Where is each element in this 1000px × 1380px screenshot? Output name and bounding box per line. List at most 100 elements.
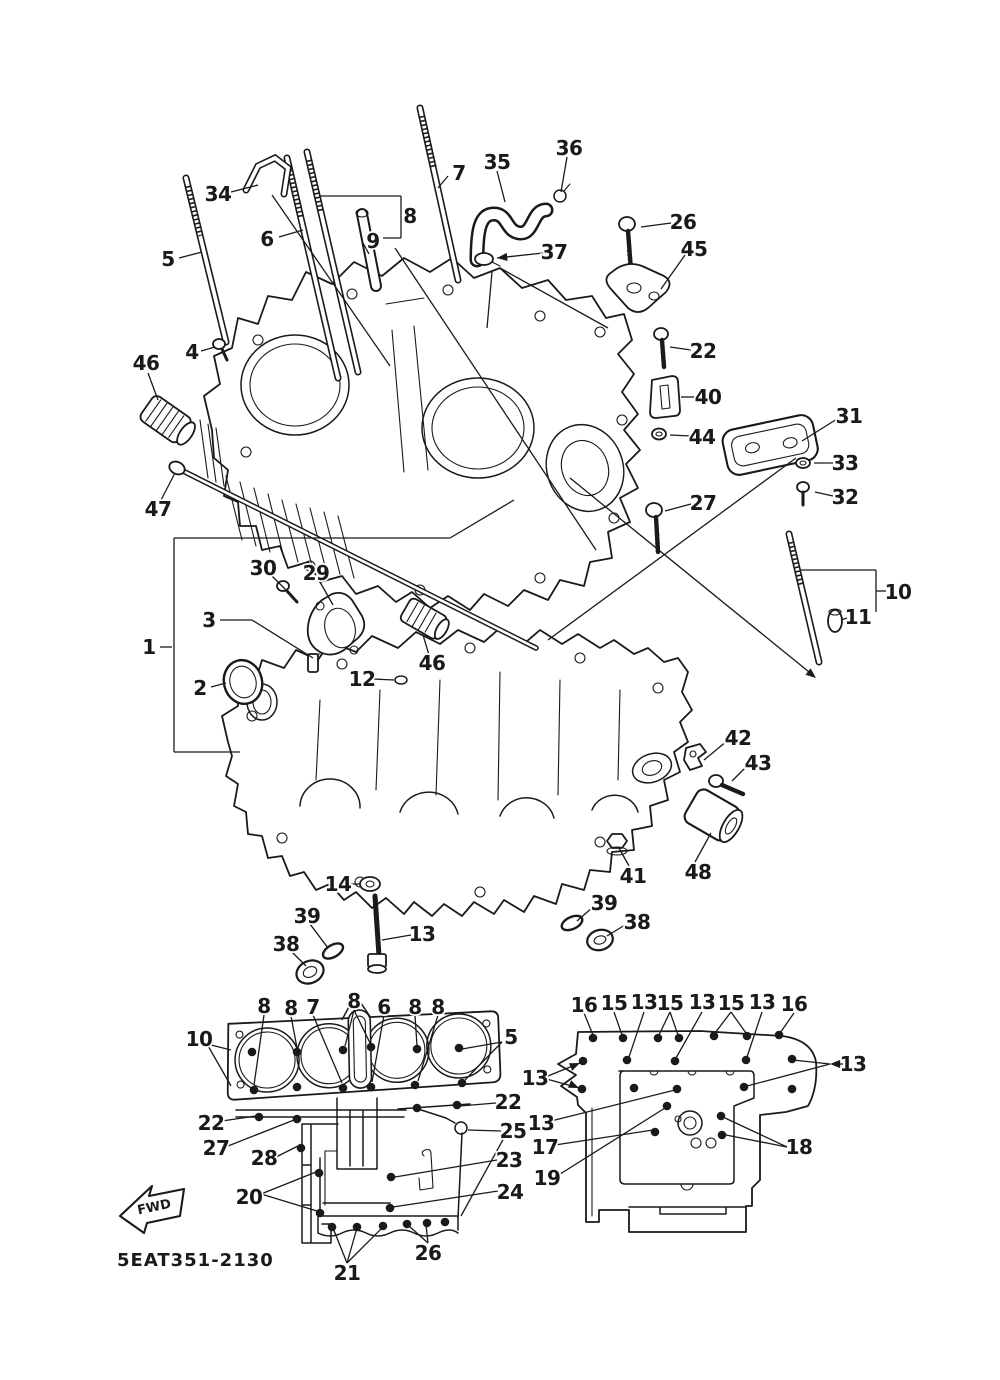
part-label-8: 8 [403, 204, 416, 228]
screw-32 [796, 481, 810, 507]
leader-line [460, 1135, 506, 1217]
leader-line [730, 1011, 747, 1034]
plug-38b [586, 928, 614, 952]
leader-line [714, 1011, 732, 1034]
leader-line [344, 1009, 355, 1047]
part-label-13: 13 [409, 922, 436, 946]
part-label-5: 5 [504, 1025, 517, 1049]
bolt-hole-dot [454, 1043, 464, 1053]
part-label-6: 6 [377, 995, 390, 1019]
part-label-48: 48 [685, 860, 712, 884]
part-label-31: 31 [836, 404, 863, 428]
part-label-10: 10 [885, 580, 912, 604]
leader-line [408, 1225, 429, 1244]
part-label-20: 20 [236, 1185, 263, 1209]
bracket-34 [242, 153, 292, 198]
bolt-hole-dot [452, 1100, 462, 1110]
leader-line [353, 1009, 371, 1044]
leader-line [312, 1014, 343, 1084]
leader-line [417, 1014, 439, 1082]
part-label-42: 42 [725, 726, 752, 750]
breather-plate-29 [306, 591, 366, 656]
leader-line [278, 229, 304, 238]
drawing-code: 5EAT351-2130 [117, 1250, 274, 1271]
leader-line [449, 499, 515, 539]
bushing-48 [683, 788, 744, 843]
bolt-hole-dot [787, 1084, 797, 1094]
part-label-6: 6 [260, 227, 273, 251]
leader-line [271, 194, 391, 367]
leader-lines-layer [147, 156, 886, 1264]
bolt-hole-dot [254, 1112, 264, 1122]
part-label-26: 26 [670, 210, 697, 234]
part-label-7: 7 [452, 161, 465, 185]
part-label-37: 37 [541, 240, 568, 264]
part-label-29: 29 [303, 561, 330, 585]
bolt-hole-dot [386, 1172, 396, 1182]
bolt-hole-dot [662, 1101, 672, 1111]
part-label-13: 13 [631, 990, 658, 1014]
leader-line [464, 1041, 503, 1081]
leader-line [496, 170, 506, 203]
part-label-13: 13 [528, 1111, 555, 1135]
part-label-8: 8 [257, 994, 270, 1018]
leader-line [309, 923, 329, 949]
leader-line [414, 1014, 418, 1047]
part-label-10: 10 [186, 1027, 213, 1051]
leader-arrowhead [830, 1059, 841, 1069]
leader-line [618, 847, 630, 867]
leader-line [206, 1043, 232, 1087]
bolt-hole-dot [402, 1219, 412, 1229]
hose-clamp-37 [474, 252, 501, 267]
part-label-8: 8 [431, 995, 444, 1019]
part-label-35: 35 [484, 150, 511, 174]
leader-line [227, 1119, 295, 1147]
bolt-hole-dot [327, 1222, 337, 1232]
leader-arrowhead [497, 252, 508, 261]
bolt-hole-dot [629, 1083, 639, 1093]
leader-line [746, 1011, 763, 1058]
leader-line [200, 346, 216, 352]
leader-line [550, 1089, 676, 1122]
part-label-15: 15 [657, 991, 684, 1015]
leader-line [660, 254, 686, 290]
part-label-25: 25 [500, 1119, 527, 1143]
leader-line [628, 1011, 645, 1058]
leader-line [746, 1063, 831, 1087]
leader-arrowhead [569, 1063, 580, 1071]
part-label-15: 15 [601, 991, 628, 1015]
damper-40 [649, 375, 681, 419]
part-label-19: 19 [534, 1166, 561, 1190]
washer-14 [359, 876, 381, 892]
leader-line [731, 765, 748, 782]
bolt-27 [645, 502, 663, 555]
fwd-arrow: FWD [118, 1184, 186, 1235]
bolt-hole-dot [739, 1082, 749, 1092]
collar-11 [827, 608, 843, 633]
leader-line [253, 1014, 265, 1086]
oring-39b [560, 914, 584, 932]
part-label-41: 41 [620, 864, 647, 888]
part-label-27: 27 [203, 1136, 230, 1160]
bolt-hole-dot [457, 1078, 467, 1088]
part-label-21: 21 [334, 1261, 361, 1285]
right-boss-inner [641, 760, 663, 776]
part-label-22: 22 [690, 339, 717, 363]
case-bolt-bosses [246, 642, 664, 898]
leader-line [486, 271, 493, 329]
part-label-12: 12 [349, 667, 376, 691]
part-label-24: 24 [497, 1180, 524, 1204]
part-label-22: 22 [198, 1111, 225, 1135]
bolt-hole-dot [292, 1047, 302, 1057]
bolt-hole-dot [412, 1044, 422, 1054]
leader-line [346, 1227, 358, 1264]
part-label-1: 1 [142, 635, 155, 659]
leader-line [499, 267, 609, 329]
part-label-28: 28 [251, 1146, 278, 1170]
leader-line [560, 156, 568, 193]
bolt-hole-dot [622, 1055, 632, 1065]
part-label-34: 34 [205, 182, 232, 206]
leader-line [290, 1015, 298, 1049]
oring-12 [394, 675, 408, 685]
leader-line [332, 1227, 348, 1264]
